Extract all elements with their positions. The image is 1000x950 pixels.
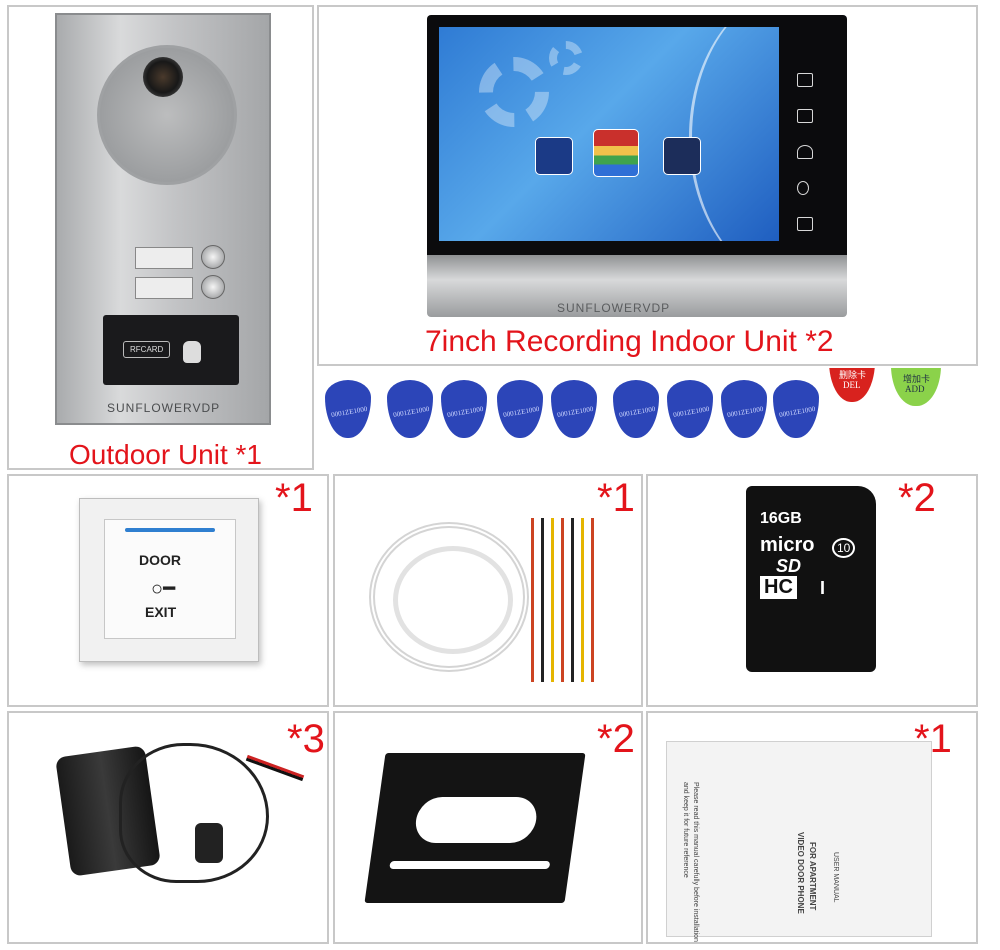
blue-tag-text: 0001ZE1000 — [392, 404, 430, 420]
green-add-keyfob: 增加卡 ADD — [891, 368, 941, 406]
adapter-qty: *3 — [287, 717, 325, 761]
del-tag-en: DEL — [843, 380, 861, 390]
blue-tag-text: 0001ZE1000 — [556, 404, 594, 420]
indoor-brand: SUNFLOWERVDP — [557, 301, 671, 315]
indoor-monitor: SUNFLOWERVDP — [427, 15, 847, 317]
bracket-cell: *2 — [333, 711, 643, 944]
blue-keyfob: 0001ZE1000 — [667, 380, 713, 438]
blue-keyfob: 0001ZE1000 — [613, 380, 659, 438]
bracket-slot — [412, 797, 540, 843]
photo-app-icon — [593, 129, 639, 177]
adapter-cable — [119, 743, 269, 883]
exit-label: EXIT — [145, 604, 177, 620]
sd-micro-label: micro — [760, 534, 815, 556]
blue-tag-text: 0001ZE1000 — [618, 404, 656, 420]
ferrite-core — [195, 823, 223, 863]
blue-tag-text: 0001ZE1000 — [446, 404, 484, 420]
outdoor-caption: Outdoor Unit *1 — [69, 439, 262, 470]
manual-qty: *1 — [914, 717, 952, 761]
gear-icon — [479, 57, 549, 127]
home-icon — [797, 73, 813, 87]
sd-sd-label: SD — [776, 556, 802, 576]
mounting-bracket — [364, 753, 586, 903]
blue-tag-text: 0001ZE1000 — [778, 404, 816, 420]
outdoor-panel: RFCARD SUNFLOWERVDP — [55, 13, 271, 425]
cable-cell: *1 — [333, 474, 643, 707]
outdoor-brand: SUNFLOWERVDP — [107, 401, 221, 415]
exit-button-cell: DOOR ○━ EXIT *1 — [7, 474, 329, 707]
bracket-qty: *2 — [597, 717, 635, 761]
blue-keyfob: 0001ZE1000 — [721, 380, 767, 438]
arc-decoration — [689, 27, 779, 241]
manual-cell: FOR APARTMENT VIDEO DOOR PHONE USER MANU… — [646, 711, 978, 944]
manual-line-b: and keep it for future reference — [682, 782, 689, 878]
exit-button-plate: DOOR ○━ EXIT — [79, 498, 259, 662]
name-plate-1 — [135, 247, 193, 269]
video-app-icon — [663, 137, 701, 175]
blue-tag-text: 0001ZE1000 — [502, 404, 540, 420]
blue-keyfob: 0001ZE1000 — [497, 380, 543, 438]
sd-qty: *2 — [898, 476, 936, 520]
bracket-slot-small — [389, 861, 551, 869]
user-icon — [797, 145, 813, 159]
micro-sd-card: 16GB micro 10 SD HC I — [746, 486, 876, 672]
red-del-keyfob: 删除卡 DEL — [829, 368, 875, 402]
exit-qty: *1 — [275, 476, 313, 520]
cable-coil-inner — [393, 546, 513, 654]
indicator-strip — [125, 528, 215, 532]
add-tag-cn: 增加卡 — [903, 374, 931, 384]
sd-hc-label: HC — [760, 576, 797, 599]
wire-harness — [531, 518, 601, 682]
blue-keyfob: 0001ZE1000 — [325, 380, 371, 438]
manual-line-a: Please read this manual carefully before… — [692, 782, 699, 942]
adapter-cell: *3 — [7, 711, 329, 944]
rfcard-label: RFCARD — [123, 341, 171, 358]
blue-keyfob: 0001ZE1000 — [387, 380, 433, 438]
exit-button: DOOR ○━ EXIT — [104, 519, 236, 639]
camera-icon — [797, 109, 813, 123]
monitor-screen — [439, 27, 779, 241]
keyfob-row: 0001ZE1000 0001ZE1000 0001ZE1000 0001ZE1… — [317, 368, 978, 468]
manual-subtitle: USER MANUAL — [832, 852, 839, 903]
monitor-speaker-bar: SUNFLOWERVDP — [427, 255, 847, 317]
sd-card-cell: 16GB micro 10 SD HC I *2 — [646, 474, 978, 707]
settings-app-icon — [535, 137, 573, 175]
cable-coil — [369, 522, 529, 672]
blue-keyfob: 0001ZE1000 — [773, 380, 819, 438]
manual-title-1: FOR APARTMENT — [808, 842, 817, 911]
blue-keyfob: 0001ZE1000 — [441, 380, 487, 438]
blue-tag-text: 0001ZE1000 — [672, 404, 710, 420]
add-tag-en: ADD — [905, 384, 925, 394]
call-button-2 — [201, 275, 225, 299]
indoor-caption: 7inch Recording Indoor Unit *2 — [425, 325, 834, 358]
key-icon: ○━ — [151, 578, 176, 600]
rfid-reader: RFCARD — [103, 315, 239, 385]
door-label: DOOR — [139, 552, 181, 568]
cable-qty: *1 — [597, 476, 635, 520]
sd-capacity: 16GB — [760, 510, 802, 527]
blue-tag-text: 0001ZE1000 — [330, 404, 368, 420]
keyfobs-cell: 0001ZE1000 0001ZE1000 0001ZE1000 0001ZE1… — [317, 368, 978, 472]
key-icon — [797, 181, 809, 195]
outdoor-unit-cell: RFCARD SUNFLOWERVDP Outdoor Unit *1 — [7, 5, 314, 470]
indoor-unit-cell: SUNFLOWERVDP 7inch Recording Indoor Unit… — [317, 5, 978, 366]
sd-uhs-label: I — [820, 578, 826, 598]
phone-icon — [797, 217, 813, 231]
sd-class-label: 10 — [832, 538, 856, 558]
name-plate-2 — [135, 277, 193, 299]
user-manual: FOR APARTMENT VIDEO DOOR PHONE USER MANU… — [666, 741, 932, 942]
small-gear-icon — [549, 41, 583, 75]
del-tag-cn: 删除卡 — [839, 370, 867, 380]
call-button-1 — [201, 245, 225, 269]
blue-tag-text: 0001ZE1000 — [726, 404, 764, 420]
blue-keyfob: 0001ZE1000 — [551, 380, 597, 438]
camera-lens-icon — [143, 57, 183, 97]
hand-icon — [183, 341, 201, 363]
manual-title-2: VIDEO DOOR PHONE — [796, 832, 805, 914]
